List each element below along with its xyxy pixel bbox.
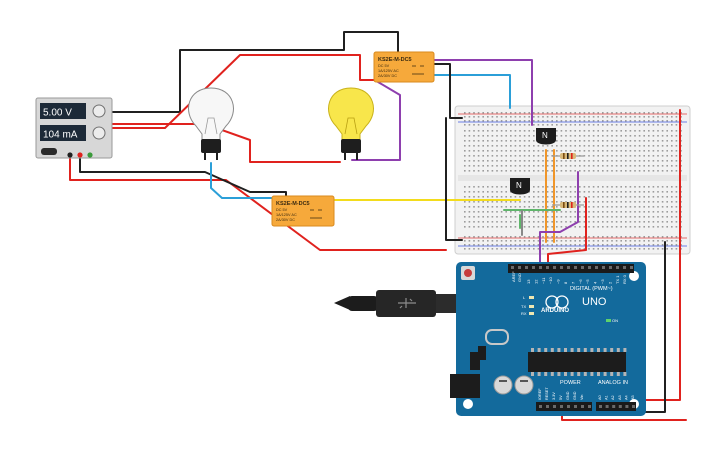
relay-1-spec-2: 1A/125V AC [378,69,399,73]
power-pin-label: Vin [580,395,584,400]
digital-pin-label: 12 [533,279,538,284]
digital-pin-label: ~11 [541,277,546,284]
tx-label: TX [521,304,526,309]
terminal-negative[interactable] [67,152,73,158]
analog-pin-label: A0 [598,395,602,400]
relay-2-part: KS2E-M-DC5 [276,201,310,207]
wire-black-relay1 [433,63,463,119]
wire-red-bulb2 [107,123,341,163]
power-pin-label: GND [566,391,570,400]
l-label: L [523,295,526,300]
wire-purple-relay1 [433,59,533,126]
rx-label: RX [521,311,527,316]
dc-jack[interactable] [450,374,480,398]
wire-red-relay2 [69,157,447,251]
transistor-2-label: N [516,181,522,190]
power-pin-label: IOREF [538,388,542,400]
digital-pin-label: ~3 [600,279,605,284]
wire-red-bulb1 [104,54,375,129]
digital-label: DIGITAL (PWM~) [570,286,613,292]
digital-pin-label: ~5 [585,279,590,284]
relay-1-part: KS2E-M-DC5 [378,57,412,63]
aref-label: AREF [511,271,516,282]
analog-pin-label: A1 [605,395,609,400]
analog-pin-label: A2 [611,395,615,400]
bulb-icon [328,87,374,141]
relay-2-spec-1: DC 5V [276,208,288,212]
digital-pin-label: 8 [563,281,568,284]
power-supply[interactable]: 5.00 V 104 mA [35,97,113,159]
bulb-on[interactable] [328,87,374,160]
current-readout: 104 mA [43,130,78,141]
digital-pin-label: 13 [526,279,531,284]
relay-2-spec-3: 2A/30V DC [276,218,295,222]
voltage-readout: 5.00 V [43,108,72,119]
power-pin-label: GND [573,391,577,400]
terminal-positive[interactable] [77,152,83,158]
resistor-2[interactable] [552,202,584,208]
analog-header[interactable] [596,402,636,411]
digital-pin-label: 4 [593,281,598,284]
voltage-knob[interactable] [92,104,106,118]
power-pin-label: RESET [545,387,549,400]
power-pin-label: 3.3V [552,392,556,400]
digital-pin-label: 7 [570,281,575,284]
analog-pin-label: A4 [624,395,628,400]
relay-1-spec-3: 2A/30V DC [378,74,397,78]
capacitor-1 [493,375,513,395]
analog-pin-label: A5 [631,395,635,400]
digital-pin-label: TX 1 [615,275,620,284]
usb-icon [398,298,416,309]
digital-pin-label: ~9 [556,279,561,284]
gnd-top-label: GND [517,273,522,282]
power-label: POWER [560,380,581,386]
wire-blue-bulb1 [210,162,273,199]
breadboard[interactable] [454,105,691,255]
power-header[interactable] [536,402,592,411]
relay-1[interactable]: KS2E-M-DC5 DC 5V 1A/125V AC 2A/30V DC [373,51,435,83]
wire-black-relay2 [79,157,287,201]
bulb-off[interactable] [188,87,234,160]
transistor-2[interactable]: N [510,178,530,195]
digital-pin-label: ~6 [578,279,583,284]
digital-pin-label: 2 [607,281,612,284]
capacitor-2 [514,375,534,395]
transistor-1[interactable]: N [536,128,556,145]
wire-blue-relay1 [433,74,511,109]
power-pin-label: 5V [559,395,563,400]
wire-black-top [104,31,399,113]
transistor-1-label: N [542,131,548,140]
digital-pin-label: ~10 [548,276,553,284]
board-brand: ARDUINO [541,308,569,314]
on-label: ON [612,318,618,323]
wire-black-bb-left [445,117,463,241]
resistor-1[interactable] [552,153,584,159]
relay-1-spec-1: DC 5V [378,64,390,68]
analog-pin-label: A3 [618,395,622,400]
analog-label: ANALOG IN [598,380,628,386]
current-knob[interactable] [92,126,106,140]
relay-2[interactable]: KS2E-M-DC5 DC 5V 1A/125V AC 2A/30V DC [271,195,335,227]
relay-2-spec-2: 1A/125V AC [276,213,297,217]
microcontroller-chip [528,352,626,372]
digital-header[interactable] [508,264,634,273]
board-model: UNO [582,296,607,308]
wire-red-arduino [547,197,587,269]
power-switch[interactable] [41,148,57,155]
terminal-ground[interactable] [87,152,93,158]
wire-purple-bulb2 [351,81,401,161]
digital-pin-label: RX 0 [622,274,627,284]
